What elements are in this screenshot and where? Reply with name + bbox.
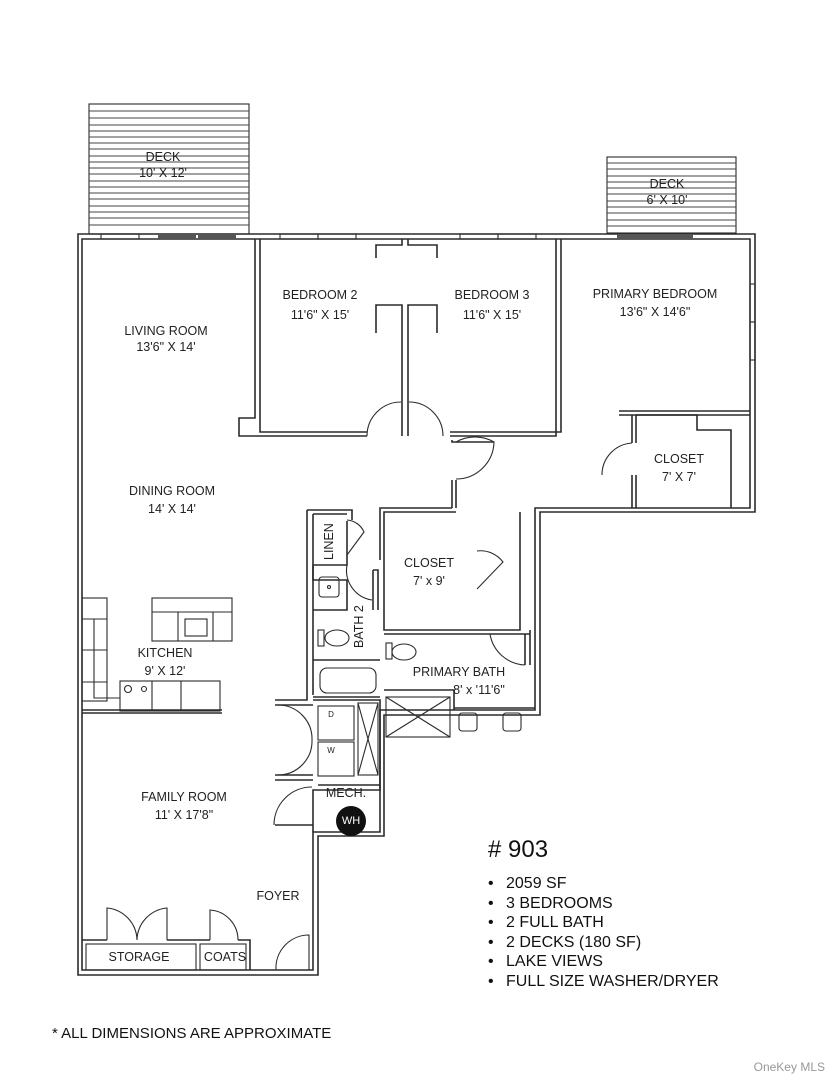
room-dining-room: DINING ROOM 14' X 14' [129, 484, 215, 517]
washer-label: W [327, 746, 335, 755]
deck-left-dim: 10' X 12' [139, 165, 187, 180]
room-family-room: FAMILY ROOM 11' X 17'8" [141, 790, 227, 823]
primary-bath-dim: 8' x '11'6" [453, 682, 505, 697]
door-swings [106, 401, 633, 971]
feature-item: 3 BEDROOMS [488, 894, 719, 914]
bath-fixtures [317, 576, 522, 738]
dining-room-dim: 14' X 14' [148, 501, 196, 516]
water-heater-icon: WH [336, 806, 366, 836]
family-room-name: FAMILY ROOM [141, 790, 227, 804]
deck-left [88, 103, 250, 235]
primary-bedroom-dim: 13'6" X 14'6" [619, 304, 691, 319]
room-mech: MECH. [325, 786, 367, 800]
feature-item: LAKE VIEWS [488, 952, 719, 972]
closet-primary-dim: 7' X 7' [662, 469, 696, 484]
family-room-dim: 11' X 17'8" [154, 807, 214, 822]
room-storage: STORAGE [108, 950, 170, 964]
feature-item: 2059 SF [488, 874, 719, 894]
living-room-name: LIVING ROOM [124, 324, 208, 338]
room-living-room: LIVING ROOM 13'6" X 14' [124, 324, 207, 355]
room-primary-bath: PRIMARY BATH 8' x '11'6" [413, 665, 505, 698]
kitchen-name: KITCHEN [137, 646, 193, 660]
feature-list: 2059 SF 3 BEDROOMS 2 FULL BATH 2 DECKS (… [488, 874, 719, 991]
deck-right [606, 156, 737, 234]
room-bedroom-2: BEDROOM 2 11'6" X 15' [282, 288, 357, 323]
unit-title: # 903 [488, 836, 549, 863]
dimensions-footnote: * ALL DIMENSIONS ARE APPROXIMATE [52, 1025, 332, 1042]
room-linen: LINEN [322, 523, 336, 560]
kitchen-cabinets [81, 597, 233, 714]
room-deck-left: DECK 10' X 12' [139, 150, 187, 181]
bedroom-3-dim: 11'6" X 15' [462, 307, 522, 322]
room-closet-primary: CLOSET 7' X 7' [654, 452, 704, 485]
room-bath-2: BATH 2 [352, 605, 366, 648]
closet-hall-name: CLOSET [403, 556, 455, 570]
storage-closets [82, 939, 251, 971]
room-deck-right: DECK 6' X 10' [647, 177, 688, 208]
closet-primary-name: CLOSET [653, 452, 705, 466]
room-kitchen: KITCHEN 9' X 12' [138, 646, 193, 679]
bedroom-2-dim: 11'6" X 15' [290, 307, 350, 322]
watermark: OneKey MLS [753, 1060, 825, 1074]
room-closet-hall: CLOSET 7' x 9' [404, 556, 454, 589]
closet-hall-dim: 7' x 9' [413, 573, 445, 588]
primary-bath-name: PRIMARY BATH [412, 665, 506, 679]
bedroom-3-name: BEDROOM 3 [454, 288, 530, 302]
feature-item: 2 DECKS (180 SF) [488, 933, 719, 953]
room-foyer: FOYER [256, 889, 300, 903]
dryer-label: D [328, 710, 334, 719]
feature-item: 2 FULL BATH [488, 913, 719, 933]
deck-left-name: DECK [145, 150, 181, 164]
bedroom-2-name: BEDROOM 2 [282, 288, 358, 302]
unit-info: # 903 2059 SF 3 BEDROOMS 2 FULL BATH 2 D… [488, 836, 719, 991]
living-room-dim: 13'6" X 14' [136, 339, 196, 354]
primary-bedroom-name: PRIMARY BEDROOM [592, 287, 718, 301]
deck-right-dim: 6' X 10' [646, 192, 688, 207]
deck-right-name: DECK [649, 177, 685, 191]
windows [100, 233, 756, 361]
dining-room-name: DINING ROOM [128, 484, 216, 498]
interior-walls [238, 239, 750, 832]
room-coats: COATS [203, 950, 247, 964]
room-bedroom-3: BEDROOM 3 11'6" X 15' [454, 288, 529, 323]
room-primary-bedroom: PRIMARY BEDROOM 13'6" X 14'6" [593, 287, 718, 320]
feature-item: FULL SIZE WASHER/DRYER [488, 972, 719, 992]
kitchen-dim: 9' X 12' [144, 663, 186, 678]
